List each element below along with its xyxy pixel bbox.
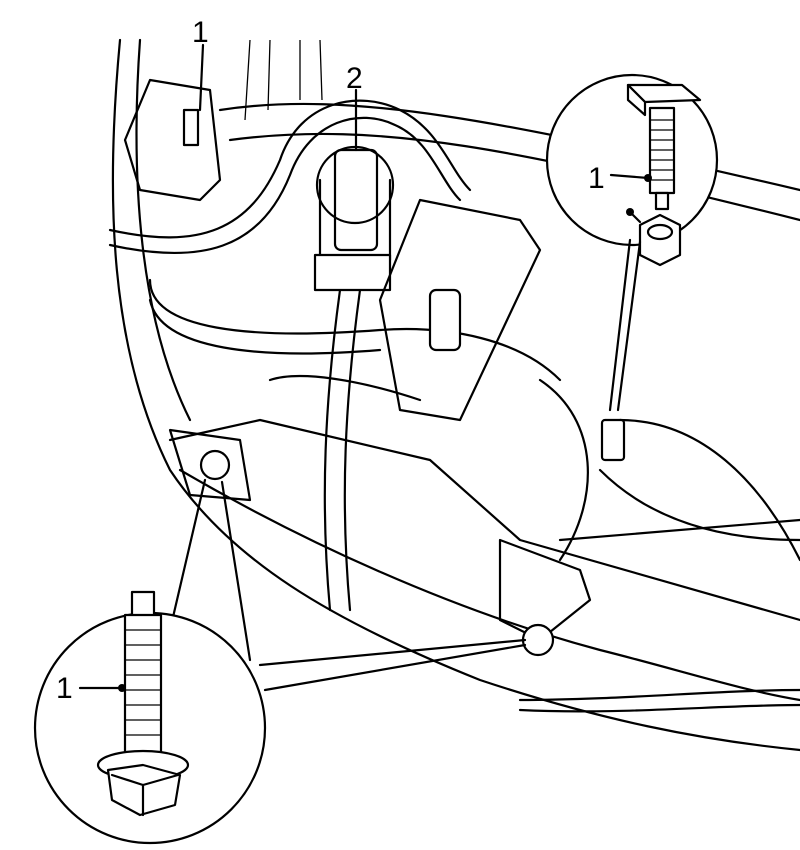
detail-circle-left [33,478,527,845]
bolts [182,108,626,657]
detail-circle-right [545,73,719,412]
callout-label-bolt-detail-left: 1 [56,672,73,705]
wiring-harness [108,99,472,612]
callout-label-bolt-top: 1 [192,16,209,49]
callout-label-connector: 2 [346,62,363,95]
leader-line-1 [198,43,205,112]
connector-plug [313,145,395,292]
headlamp-housing [123,78,592,642]
callout-label-bolt-detail-right: 1 [588,162,605,195]
